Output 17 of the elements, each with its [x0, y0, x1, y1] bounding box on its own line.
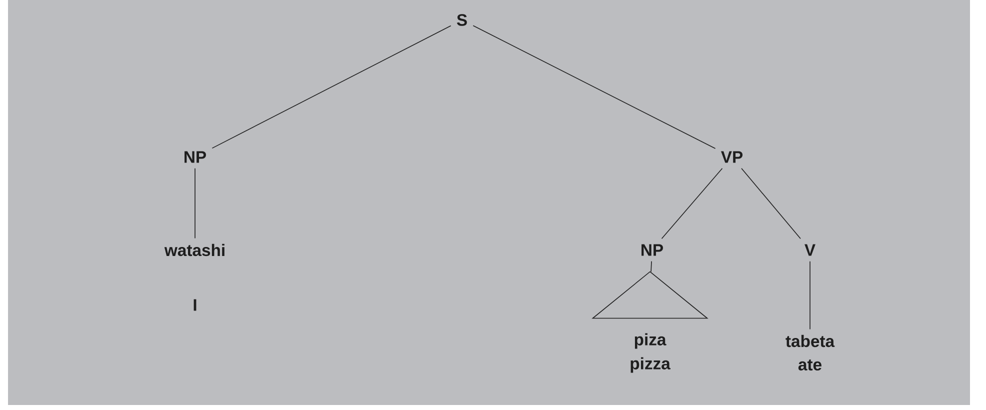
tree-label: S — [456, 14, 467, 26]
tree-label: VP — [721, 151, 743, 163]
gloss-label: ate — [798, 359, 822, 371]
tree-label: tabeta — [786, 334, 835, 348]
tree-label: NP — [642, 244, 663, 256]
tree-label: piza — [634, 333, 666, 349]
gloss-label: I — [194, 299, 196, 311]
branch-line — [741, 168, 801, 240]
branch-line — [650, 260, 652, 272]
tree-label: watashi — [164, 244, 224, 256]
gloss-label: pizza — [630, 357, 670, 373]
branch-line — [194, 168, 196, 239]
branch-line — [661, 168, 723, 240]
tree-label: V — [804, 244, 816, 256]
branch-line — [212, 25, 452, 149]
branch-line — [472, 25, 716, 149]
tree-label: NP — [184, 151, 206, 163]
